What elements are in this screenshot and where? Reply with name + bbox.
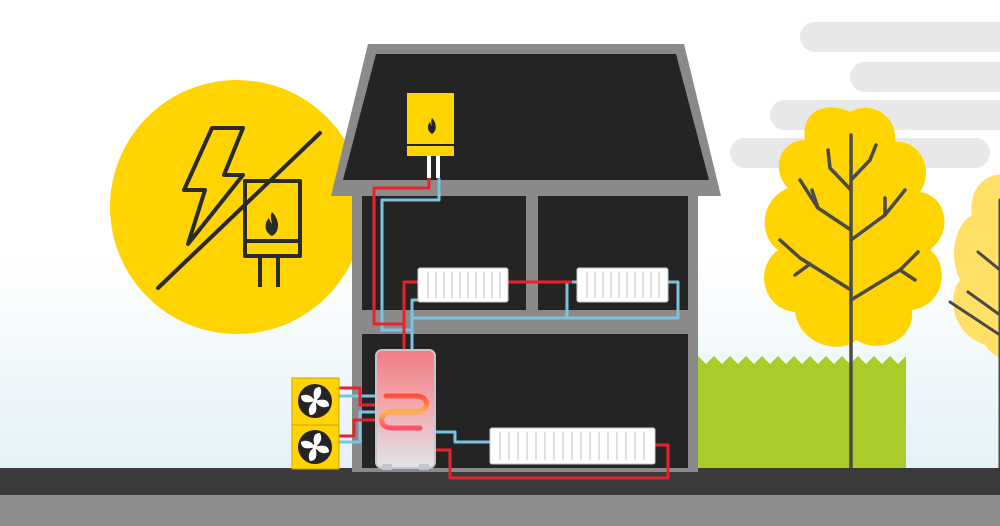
cloud-strip bbox=[850, 62, 1000, 92]
radiator-upper-left bbox=[417, 267, 509, 303]
hedge bbox=[690, 356, 906, 470]
background-tree bbox=[948, 174, 1000, 472]
heating-coil bbox=[379, 393, 429, 431]
road bbox=[0, 468, 1000, 495]
heat-pump-unit-bottom bbox=[291, 424, 340, 470]
flame-icon bbox=[265, 212, 278, 236]
deciduous-tree-icon bbox=[764, 107, 945, 472]
gas-boiler-icon bbox=[407, 93, 454, 178]
cloud-strip bbox=[800, 22, 1000, 52]
radiator-ground-floor bbox=[489, 427, 656, 465]
roof-interior bbox=[343, 54, 709, 180]
hot-water-pipes bbox=[338, 178, 670, 480]
strike-through-line bbox=[156, 131, 322, 290]
fan-icon bbox=[301, 433, 329, 461]
heat-pump-unit-top bbox=[291, 377, 340, 426]
radiator-upper-right bbox=[576, 267, 669, 303]
lightning-bolt-icon bbox=[182, 126, 245, 246]
no-gas-boiler-badge bbox=[110, 80, 364, 334]
flame-icon bbox=[427, 118, 436, 134]
ground bbox=[0, 495, 1000, 526]
fan-icon bbox=[301, 387, 329, 415]
hot-water-cylinder bbox=[375, 349, 436, 470]
